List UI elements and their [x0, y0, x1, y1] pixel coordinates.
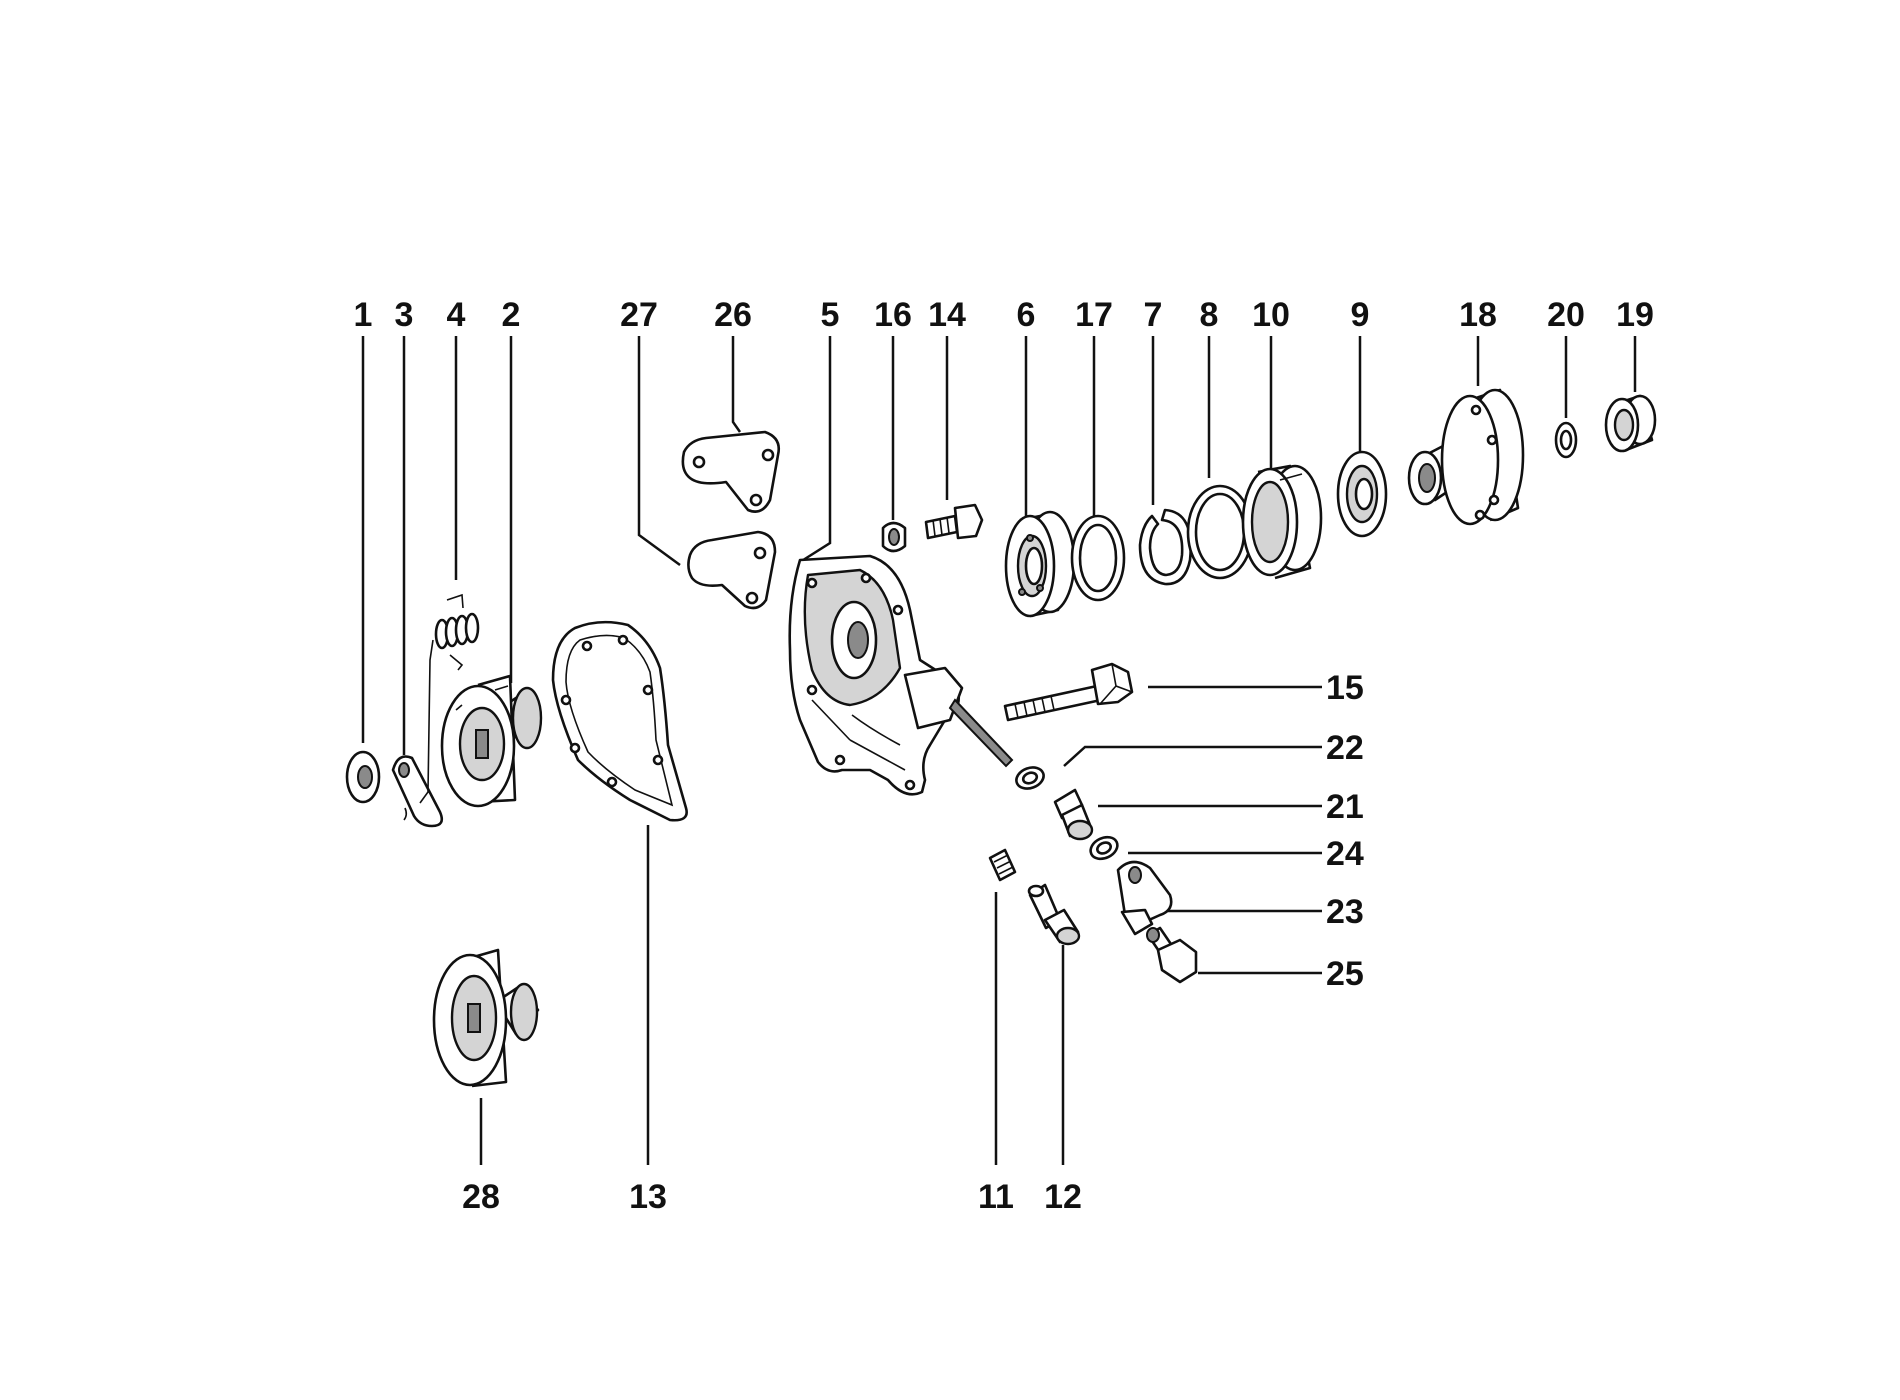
leader-26 [731, 336, 742, 433]
part-26-bracket [681, 430, 780, 513]
callout-24: 24 [1326, 835, 1364, 873]
callout-22: 22 [1326, 729, 1364, 767]
callout-16: 16 [874, 296, 912, 334]
part-1-washer [345, 750, 381, 804]
part-13-gasket [551, 620, 688, 822]
callout-10: 10 [1252, 296, 1290, 334]
callout-25: 25 [1326, 955, 1364, 993]
part-4-spring [419, 593, 480, 804]
part-8-ring [1186, 484, 1254, 580]
part-16-nut [881, 521, 907, 553]
callout-17: 17 [1075, 296, 1113, 334]
part-2-gear-hub [440, 674, 543, 808]
callout-21: 21 [1326, 788, 1364, 826]
leader-22 [1063, 745, 1322, 767]
callout-5: 5 [821, 296, 840, 334]
part-28-gear-hub [432, 948, 540, 1088]
part-23-sensor-bracket [1116, 860, 1173, 936]
callout-3: 3 [395, 296, 414, 334]
callout-26: 26 [714, 296, 752, 334]
part-12-pin [1027, 883, 1081, 946]
callout-4: 4 [447, 296, 466, 334]
part-6-bearing [1004, 510, 1076, 618]
part-17-ring [1070, 514, 1126, 602]
callout-27: 27 [620, 296, 658, 334]
callout-28: 28 [462, 1178, 500, 1216]
callout-14: 14 [928, 296, 966, 334]
leader-27 [637, 336, 681, 567]
part-11-plug [988, 848, 1017, 882]
callout-7: 7 [1144, 296, 1163, 334]
callout-11: 11 [978, 1178, 1014, 1216]
part-7-circlip [1138, 508, 1192, 586]
part-27-bracket [687, 530, 777, 610]
callout-12: 12 [1044, 1178, 1082, 1216]
part-22-o-ring [1015, 766, 1045, 790]
part-10-bushing [1241, 464, 1323, 580]
part-19-nut [1604, 394, 1657, 453]
leader-lines [361, 336, 1637, 1165]
callout-20: 20 [1547, 296, 1585, 334]
part-21-plug [1053, 788, 1094, 841]
callout-1: 1 [354, 296, 373, 334]
callout-19: 19 [1616, 296, 1654, 334]
part-20-washer [1554, 421, 1578, 459]
callout-2: 2 [502, 296, 521, 334]
part-15-bolt [1003, 662, 1134, 722]
callout-18: 18 [1459, 296, 1497, 334]
callout-15: 15 [1326, 669, 1364, 707]
part-9-bearing [1336, 450, 1388, 538]
callout-6: 6 [1017, 296, 1036, 334]
part-14-screw [924, 503, 984, 540]
callout-labels: 1 3 4 2 27 26 5 16 14 6 17 7 8 10 9 18 2… [354, 296, 1654, 1216]
part-25-bolt [1146, 926, 1198, 984]
part-5-housing [788, 554, 1014, 796]
callout-9: 9 [1351, 296, 1370, 334]
leader-5 [799, 336, 832, 564]
callout-23: 23 [1326, 893, 1364, 931]
part-18-flange [1407, 388, 1525, 526]
part-24-washer [1089, 835, 1119, 861]
callout-8: 8 [1200, 296, 1219, 334]
callout-13: 13 [629, 1178, 667, 1216]
part-3-lever [391, 755, 444, 828]
